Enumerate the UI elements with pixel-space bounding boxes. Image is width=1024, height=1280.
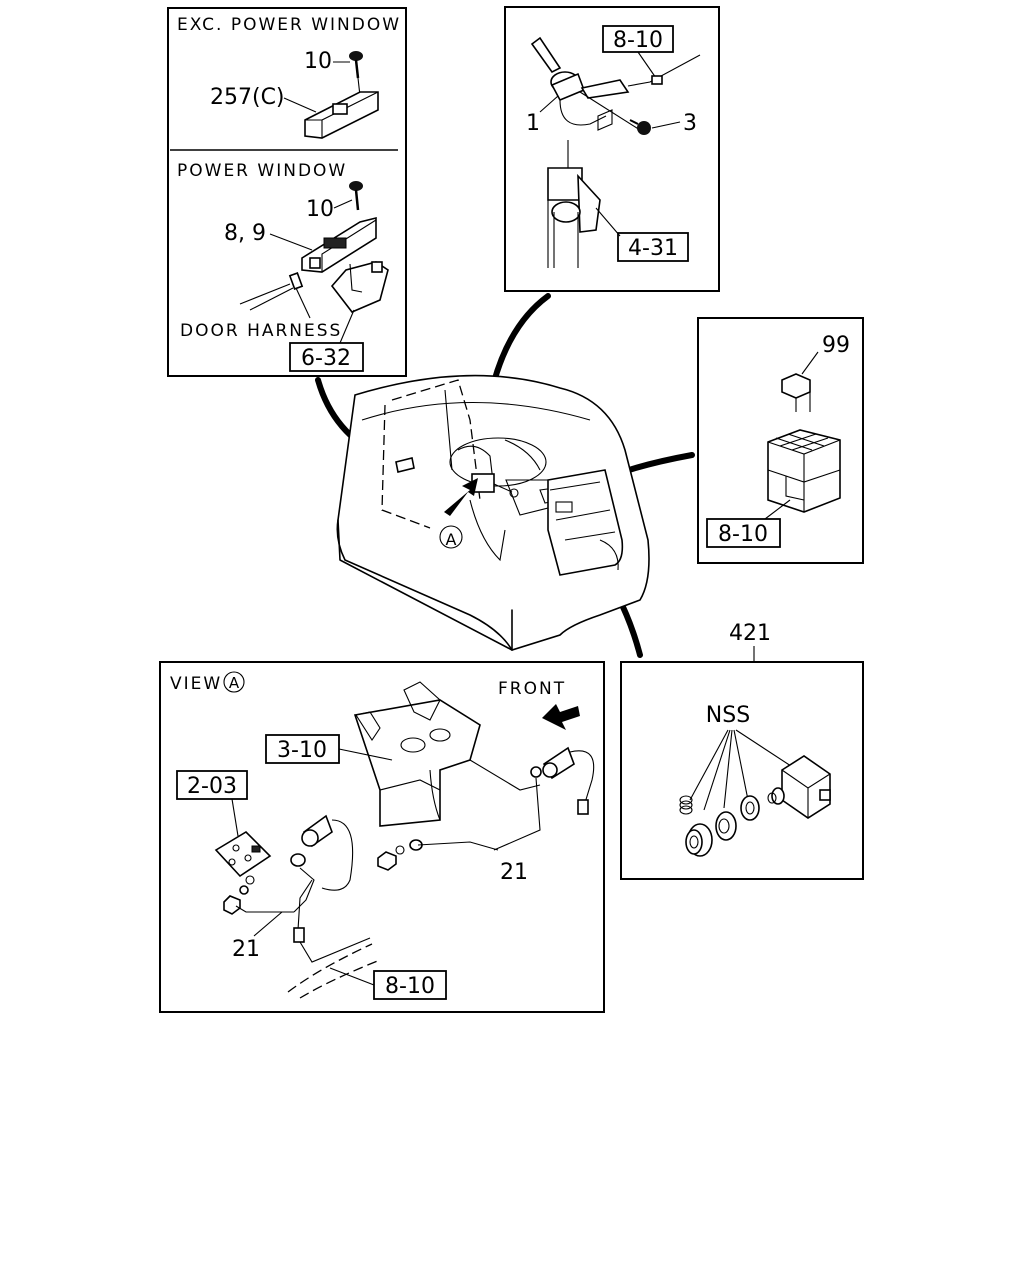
ref-4-31: 4-31 (628, 236, 678, 261)
spring-icon (679, 795, 693, 815)
nss-label: NSS (706, 703, 750, 728)
panel-window-switch: EXC. POWER WINDOW POWER WINDOW 10 257(C)… (167, 7, 407, 377)
label-screw-pw: 10 (306, 197, 334, 222)
view-a-marker-circle (439, 525, 463, 549)
view-marker-circle (223, 671, 245, 693)
panel-relay-frame (697, 317, 864, 564)
label-switch-exc: 257(C) (210, 85, 285, 110)
rocker-switch-icon (767, 755, 831, 819)
ref-box-6-32 (289, 342, 364, 372)
panel-switch-421-frame (620, 661, 864, 880)
view-a-arrow (444, 478, 478, 516)
dashboard-view-marker: A (446, 530, 457, 549)
left-vent (395, 457, 415, 473)
panel-window-switch-frame (167, 7, 407, 377)
steering-column-icon (547, 140, 601, 268)
heading-exc-power-window: EXC. POWER WINDOW (177, 15, 401, 35)
panel-combination-switch: 8-10 1 3 (504, 6, 720, 292)
label-switch-pw: 8, 9 (224, 221, 266, 246)
dashboard-illustration: A (336, 374, 650, 651)
mounting-plate-icon (214, 830, 272, 878)
label-relay: 99 (822, 333, 850, 358)
ref-box-8-10-relay (706, 518, 781, 548)
brake-switch-left-icon (293, 814, 371, 963)
label-switch-left: 21 (232, 937, 260, 962)
panel-combination-switch-frame (504, 6, 720, 292)
relay-icon (781, 373, 811, 412)
washer-icon (530, 766, 542, 778)
dashboard-body (336, 374, 650, 651)
fuse-block-icon (767, 429, 841, 513)
front-label: FRONT (498, 679, 566, 699)
part-number-421: 421 (729, 621, 771, 646)
screw-icon (349, 181, 363, 211)
label-combination-switch: 1 (526, 111, 540, 136)
nut-icon (223, 853, 306, 915)
ref-box-4-31 (617, 232, 689, 262)
knob-icon (685, 823, 713, 857)
nut-icon (715, 811, 737, 841)
screw-icon (349, 51, 363, 79)
window-switch-pw-icon (301, 216, 389, 313)
ref-2-03: 2-03 (187, 774, 237, 799)
ref-box-8-10-harness (373, 970, 447, 1000)
ref-8-10-top: 8-10 (613, 28, 663, 53)
panel-view-a-frame (159, 661, 605, 1013)
nut-icon (377, 839, 423, 871)
view-label: VIEW (170, 674, 222, 694)
console-unit (547, 469, 624, 576)
combination-switch-icon (530, 36, 701, 131)
ref-6-32: 6-32 (301, 346, 351, 371)
panel-view-a: VIEW A FRONT 3-10 2-03 (159, 661, 605, 1013)
panel-relay: 99 8-10 (697, 317, 864, 564)
connector-icon (239, 272, 304, 311)
label-screw-top: 10 (304, 49, 332, 74)
panel-switch-421: 421 NSS (620, 621, 864, 880)
bracket-icon (353, 681, 541, 827)
label-switch-right: 21 (500, 860, 528, 885)
ref-8-10-relay: 8-10 (718, 522, 768, 547)
front-arrow (542, 704, 580, 730)
door-harness-label: DOOR HARNESS (180, 321, 342, 341)
washer-icon (740, 795, 760, 821)
heading-power-window: POWER WINDOW (177, 161, 347, 181)
brake-switch-right-icon (542, 746, 595, 815)
ref-8-10-harness: 8-10 (385, 974, 435, 999)
ref-3-10: 3-10 (277, 738, 327, 763)
ref-box-2-03 (176, 770, 248, 800)
label-combination-screw: 3 (683, 111, 697, 136)
window-switch-exc-icon (304, 91, 379, 139)
screw-icon (629, 119, 651, 135)
view-marker: A (229, 674, 240, 692)
